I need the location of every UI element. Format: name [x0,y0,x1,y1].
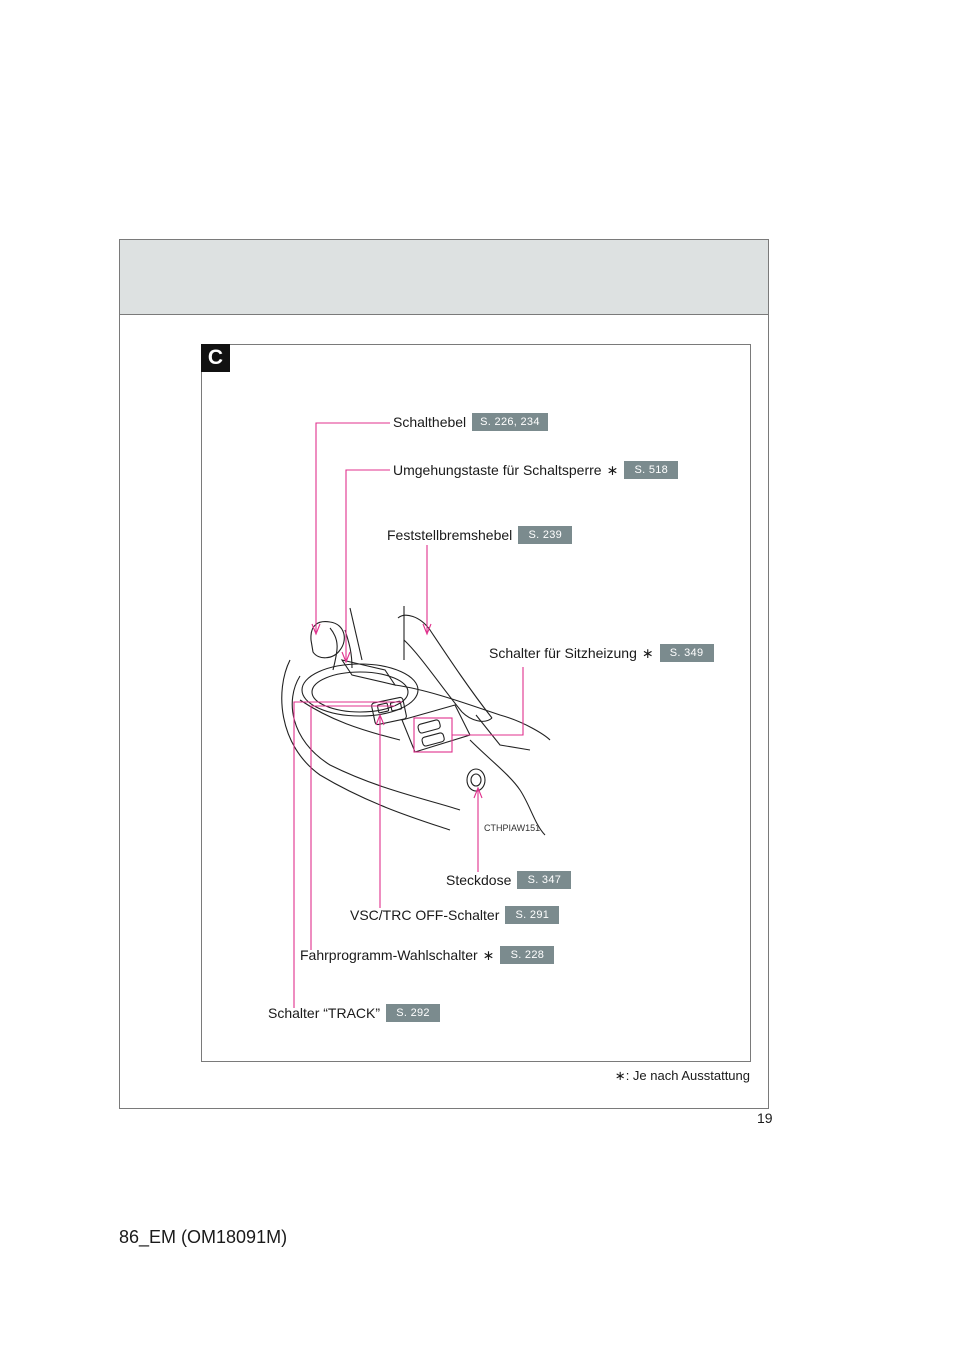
callout-vsc-trc-off: VSC/TRC OFF-Schalter S. 291 [350,906,560,924]
document-code: 86_EM (OM18091M) [119,1227,288,1247]
callout-label: VSC/TRC OFF-Schalter [350,907,500,923]
callout-label: Schalthebel [393,414,467,430]
callout-power-outlet: Steckdose S. 347 [446,871,572,889]
callout-seat-heater: Schalter für Sitzheizung ∗ S. 349 [489,644,714,662]
callout-label: Steckdose [446,872,512,888]
callout-label: Umgehungstaste für Schaltsperre [393,462,602,478]
section-tab: C [201,344,230,372]
callout-shift-lever: Schalthebel S. 226, 234 [393,413,548,431]
page-number: 19 [757,1110,773,1126]
page-ref-badge[interactable]: S. 228 [500,946,555,964]
callout-track-switch: Schalter “TRACK” S. 292 [268,1004,441,1022]
callout-label: Fahrprogramm-Wahlschalter [300,947,478,963]
page-ref-badge[interactable]: S. 518 [624,461,679,479]
page-ref-badge[interactable]: S. 292 [386,1004,441,1022]
page-ref-badge[interactable]: S. 239 [518,526,573,544]
equipment-star-icon: ∗ [482,946,495,963]
figure-code: CTHPIAW151 [484,823,541,833]
equipment-star-icon: ∗ [641,644,654,661]
page-ref-badge[interactable]: S. 226, 234 [472,413,548,431]
figure-panel [201,344,751,1062]
callout-drive-mode: Fahrprogramm-Wahlschalter ∗ S. 228 [300,946,555,964]
callout-parking-brake: Feststellbremshebel S. 239 [387,526,573,544]
equipment-footnote: ∗: Je nach Ausstattung [614,1068,750,1083]
page-ref-badge[interactable]: S. 347 [517,871,572,889]
callout-label: Schalter “TRACK” [268,1005,381,1021]
equipment-star-icon: ∗ [606,461,619,478]
page-ref-badge[interactable]: S. 349 [659,644,714,662]
page-ref-badge[interactable]: S. 291 [505,906,560,924]
header-band [120,240,768,315]
callout-label: Schalter für Sitzheizung [489,645,637,661]
callout-label: Feststellbremshebel [387,527,513,543]
callout-shift-lock-release: Umgehungstaste für Schaltsperre ∗ S. 518 [393,461,679,479]
page-frame [119,239,769,1109]
